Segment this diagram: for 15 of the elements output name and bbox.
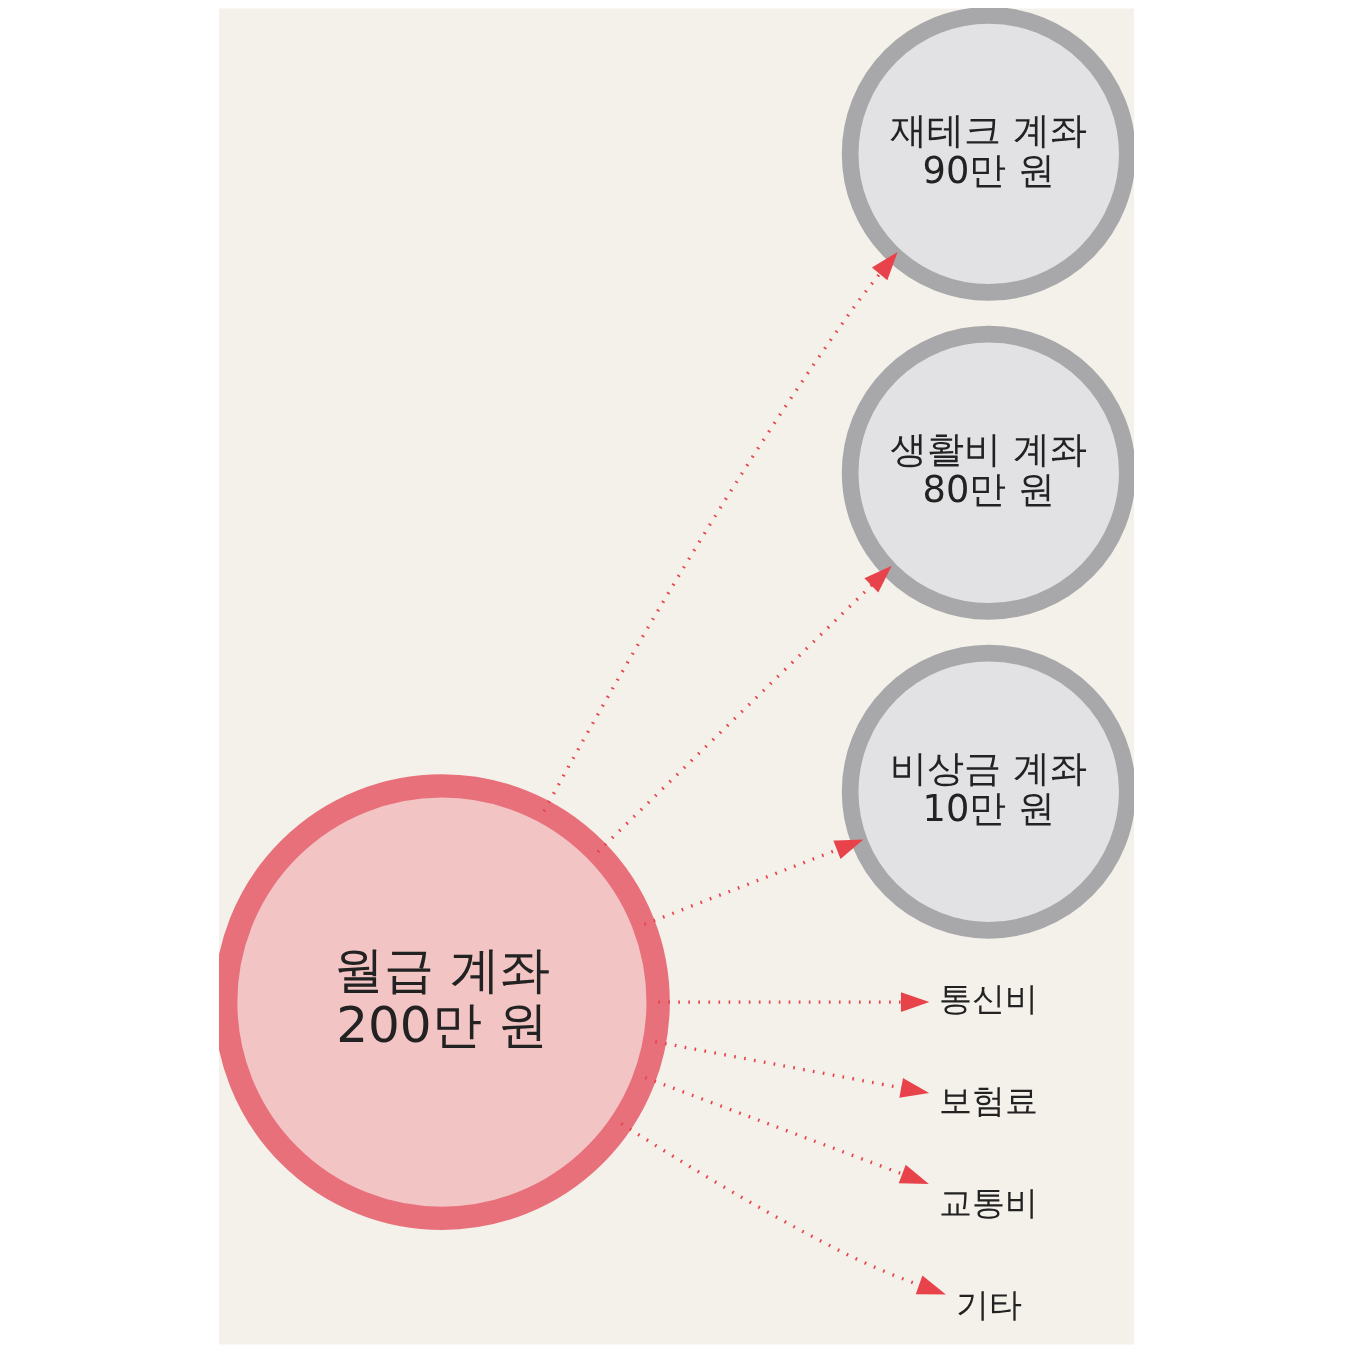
arrow: [644, 1076, 929, 1184]
node-text: 교통비: [939, 1183, 1039, 1223]
node-circle: 재테크 계좌 90만 원: [841, 8, 1134, 301]
node-circle: 비상금 계좌 10만 원: [841, 644, 1134, 939]
node-text: 보험료: [939, 1081, 1039, 1121]
arrow: [596, 565, 892, 854]
arrow: [542, 251, 898, 813]
node-text: 통신비: [939, 979, 1039, 1019]
arrow: [654, 1040, 930, 1098]
arrow: [658, 992, 930, 1013]
node-text: 기타: [955, 1285, 1022, 1324]
arrow: [643, 839, 864, 926]
node-circle: 월급 계좌 200만 원: [219, 774, 670, 1230]
node-circle: 생활비 계좌 80만 원: [841, 325, 1134, 620]
arrow: [620, 1122, 946, 1295]
